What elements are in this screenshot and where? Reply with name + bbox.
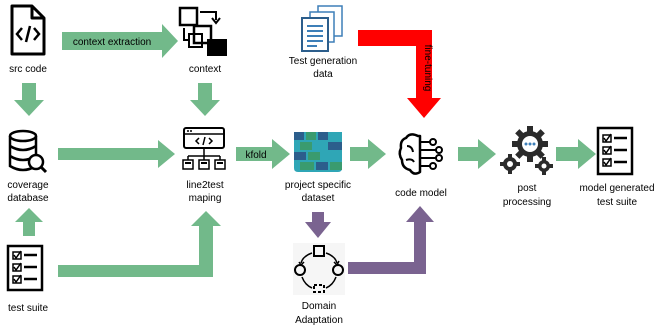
arrow-src-to-coverage xyxy=(14,83,44,116)
arrow-domain-to-model xyxy=(348,206,434,274)
label-project-1: project specific xyxy=(285,180,351,191)
arrow-label-context-extraction: context extraction xyxy=(73,37,151,48)
label-domain-1: Domain xyxy=(302,301,336,312)
label-test-gen-2: data xyxy=(313,69,333,80)
arrow-post-to-mgts xyxy=(556,139,596,169)
label-post-2: processing xyxy=(503,197,551,208)
label-coverage-2: database xyxy=(7,193,49,204)
label-coverage-1: coverage xyxy=(7,180,49,191)
arrow-context-extraction xyxy=(62,24,178,58)
checklist-icon xyxy=(596,126,634,176)
arrows: context extraction kfold fine-tuning xyxy=(14,24,596,277)
label-line2test-2: maping xyxy=(189,193,222,204)
label-post-1: post xyxy=(518,183,537,194)
label-test-gen-1: Test generation xyxy=(289,56,357,67)
code-file-icon xyxy=(10,4,46,56)
label-mgts-2: test suite xyxy=(597,197,637,208)
arrow-model-to-post xyxy=(458,139,496,169)
label-line2test-1: line2test xyxy=(186,180,223,191)
label-code-model: code model xyxy=(395,188,447,199)
arrow-dataset-to-domain xyxy=(305,212,331,238)
brain-circuit-icon xyxy=(398,133,443,175)
arrow-testsuite-to-coverage xyxy=(15,208,43,236)
arrow-testsuite-to-line2test xyxy=(58,211,221,277)
checklist-icon xyxy=(6,244,44,292)
database-search-icon xyxy=(8,129,48,174)
arrow-coverage-to-line2test xyxy=(58,140,175,168)
arrow-context-to-line2test xyxy=(190,83,220,116)
label-project-2: dataset xyxy=(302,193,335,204)
gears-icon xyxy=(500,126,553,175)
arrow-kfold xyxy=(236,139,290,169)
label-domain-2: Adaptation xyxy=(295,315,343,326)
arrow-label-kfold: kfold xyxy=(245,150,266,161)
label-context: context xyxy=(189,64,221,75)
label-src-code: src code xyxy=(9,64,47,75)
arrow-label-fine-tuning: fine-tuning xyxy=(422,45,433,92)
arrow-fine-tuning xyxy=(358,30,441,118)
node-labels: src code context Test generation data co… xyxy=(7,56,654,326)
context-structure-icon xyxy=(178,6,227,56)
label-test-suite: test suite xyxy=(8,303,48,314)
browser-code-hierarchy-icon xyxy=(182,127,226,170)
dataset-icon xyxy=(294,132,342,172)
label-mgts-1: model generated xyxy=(579,183,654,194)
documents-icon xyxy=(301,5,343,52)
cycle-adaptation-icon xyxy=(293,243,345,295)
arrow-dataset-to-model xyxy=(350,139,386,169)
